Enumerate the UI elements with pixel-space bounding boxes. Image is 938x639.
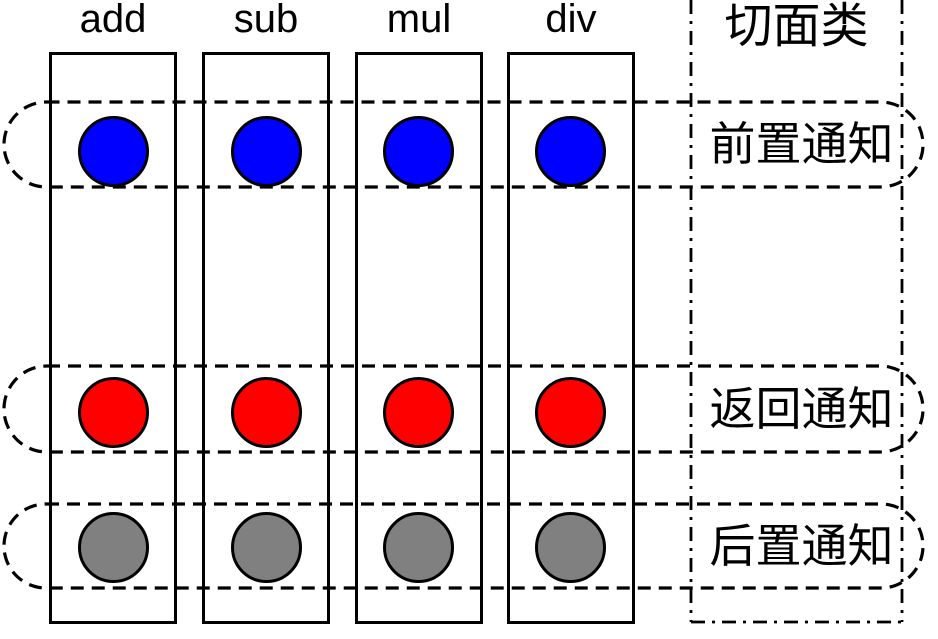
method-column-box-add [49, 52, 177, 624]
joinpoint-circle-mul-row1 [383, 376, 454, 448]
joinpoint-circle-sub-row0 [230, 115, 302, 187]
joinpoint-circle-div-row1 [535, 376, 606, 448]
method-column-box-div [507, 52, 635, 624]
advice-label-returning: 返回通知 [709, 383, 894, 435]
joinpoint-circle-div-row2 [535, 511, 606, 583]
advice-label-after: 后置通知 [709, 520, 894, 572]
column-label-mul: mul [386, 0, 452, 41]
joinpoint-circle-add-row2 [77, 511, 149, 583]
column-label-sub: sub [233, 0, 299, 41]
joinpoint-circle-sub-row1 [230, 376, 302, 448]
method-column-box-mul [355, 52, 483, 624]
joinpoint-circle-mul-row0 [383, 115, 454, 187]
joinpoint-circle-add-row1 [77, 376, 149, 448]
joinpoint-circle-sub-row2 [230, 511, 302, 583]
column-label-add: add [79, 0, 147, 41]
joinpoint-circle-mul-row2 [383, 511, 454, 583]
advice-label-before: 前置通知 [709, 118, 894, 170]
aspect-panel-title: 切面类 [724, 0, 869, 53]
column-label-div: div [545, 0, 597, 41]
joinpoint-circle-div-row0 [535, 115, 606, 187]
method-column-box-sub [202, 52, 330, 624]
joinpoint-circle-add-row0 [77, 115, 149, 187]
